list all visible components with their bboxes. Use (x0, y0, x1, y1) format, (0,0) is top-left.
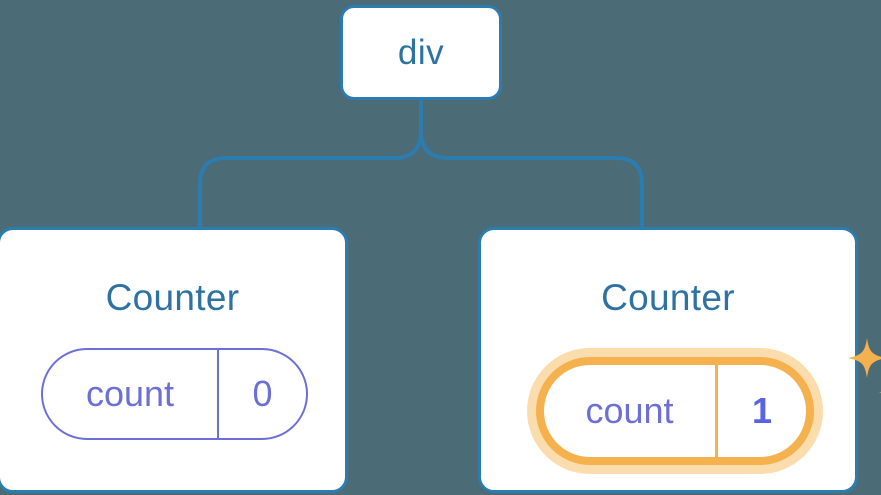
component-card-counter-left[interactable]: Counter count 0 (0, 227, 348, 493)
state-pill-count-updated[interactable]: count 1 (544, 365, 806, 457)
sparkle-large-icon (848, 338, 881, 378)
state-pill-glow: count 1 (527, 348, 823, 474)
component-card-counter-right[interactable]: Counter count 1 (478, 227, 881, 493)
node-div[interactable]: div (340, 5, 502, 100)
node-div-label: div (397, 33, 445, 72)
state-pill-container: count 0 (41, 348, 308, 440)
state-pill-value: 1 (751, 390, 773, 431)
state-pill-container: count 1 (527, 338, 881, 474)
state-pill-ring: count 1 (536, 357, 814, 465)
state-pill-key: count (544, 365, 718, 457)
state-pill-count[interactable]: count 0 (41, 348, 308, 440)
state-pill-key: count (43, 350, 219, 438)
sparkles-group (848, 338, 881, 393)
state-pill-value: 0 (252, 373, 273, 414)
component-title: Counter (601, 277, 735, 318)
component-title: Counter (105, 277, 240, 318)
